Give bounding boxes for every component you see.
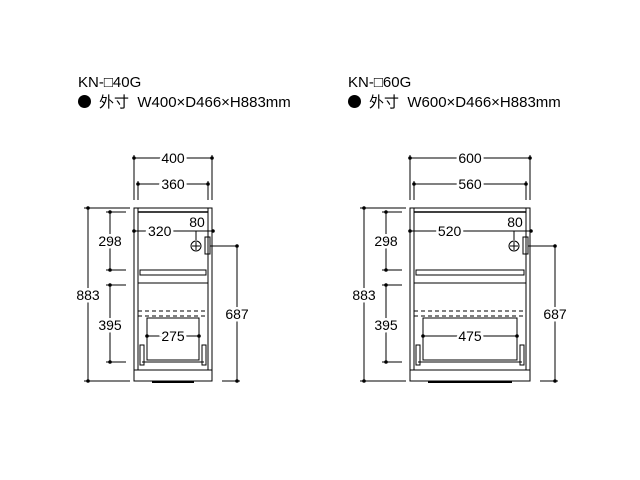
dimension-endpoint	[206, 182, 210, 186]
knob-offset-label: 80	[189, 214, 205, 230]
dimension-endpoint	[553, 244, 557, 248]
foot	[428, 381, 512, 383]
spec-label: 外寸	[99, 94, 130, 111]
dimension-endpoint	[408, 229, 412, 233]
upper-height-dimension: 298	[374, 233, 398, 249]
cabinet-outline	[133, 207, 213, 382]
spec-dimensions: W600×D466×H883mm	[407, 94, 561, 111]
shelf-tray	[139, 269, 207, 276]
knob-offset-label: 80	[507, 214, 523, 230]
model-title-1: KN-□40G	[78, 74, 142, 91]
dimension-endpoint	[235, 379, 239, 383]
knob-icon	[508, 240, 520, 252]
dimension-endpoint	[421, 334, 425, 338]
caster-right	[201, 344, 207, 366]
bullet-icon	[78, 95, 91, 108]
spec-dimensions: W400×D466×H883mm	[137, 94, 291, 111]
dimension-endpoint	[528, 156, 532, 160]
top-depth-dimension: 320	[148, 223, 172, 239]
knob-height-dimension: 687	[543, 306, 567, 322]
caster-left	[415, 344, 421, 366]
dimension-endpoint	[211, 229, 215, 233]
inner-width-dimension: 360	[161, 176, 185, 192]
shelf-tray	[415, 269, 525, 276]
caster-right	[519, 344, 525, 366]
cabinet-outline	[409, 207, 531, 382]
dimension-endpoint	[132, 229, 136, 233]
dimension-endpoint	[412, 182, 416, 186]
knob-icon	[190, 240, 202, 252]
basket	[146, 317, 200, 361]
dimension-endpoint	[145, 334, 149, 338]
dimension-endpoint	[132, 156, 136, 160]
model-spec-1: 外寸 W400×D466×H883mm	[78, 94, 291, 112]
dimension-endpoint	[408, 156, 412, 160]
lower-height-dimension: 395	[98, 317, 122, 333]
inner-width-dimension: 560	[458, 176, 482, 192]
lower-height-dimension: 395	[374, 317, 398, 333]
total-height-dimension: 883	[352, 287, 376, 303]
dimension-endpoint	[210, 156, 214, 160]
bullet-icon	[348, 95, 361, 108]
spec-label: 外寸	[369, 94, 400, 111]
caster-left	[139, 344, 145, 366]
foot	[152, 381, 194, 383]
dimension-endpoint	[529, 229, 533, 233]
basket-width-dimension: 475	[458, 328, 482, 344]
dimension-endpoint	[197, 334, 201, 338]
width-dimension: 400	[161, 150, 185, 166]
total-height-dimension: 883	[76, 287, 100, 303]
knob-height-dimension: 687	[225, 306, 249, 322]
model-spec-2: 外寸 W600×D466×H883mm	[348, 94, 561, 112]
dimension-endpoint	[235, 244, 239, 248]
upper-height-dimension: 298	[98, 233, 122, 249]
width-dimension: 600	[458, 150, 482, 166]
dimension-endpoint	[524, 182, 528, 186]
dimension-endpoint	[515, 334, 519, 338]
model-title-2: KN-□60G	[348, 74, 412, 91]
basket	[422, 317, 518, 361]
basket-width-dimension: 275	[161, 328, 185, 344]
dimension-endpoint	[553, 379, 557, 383]
top-depth-dimension: 520	[438, 223, 462, 239]
dimension-endpoint	[136, 182, 140, 186]
